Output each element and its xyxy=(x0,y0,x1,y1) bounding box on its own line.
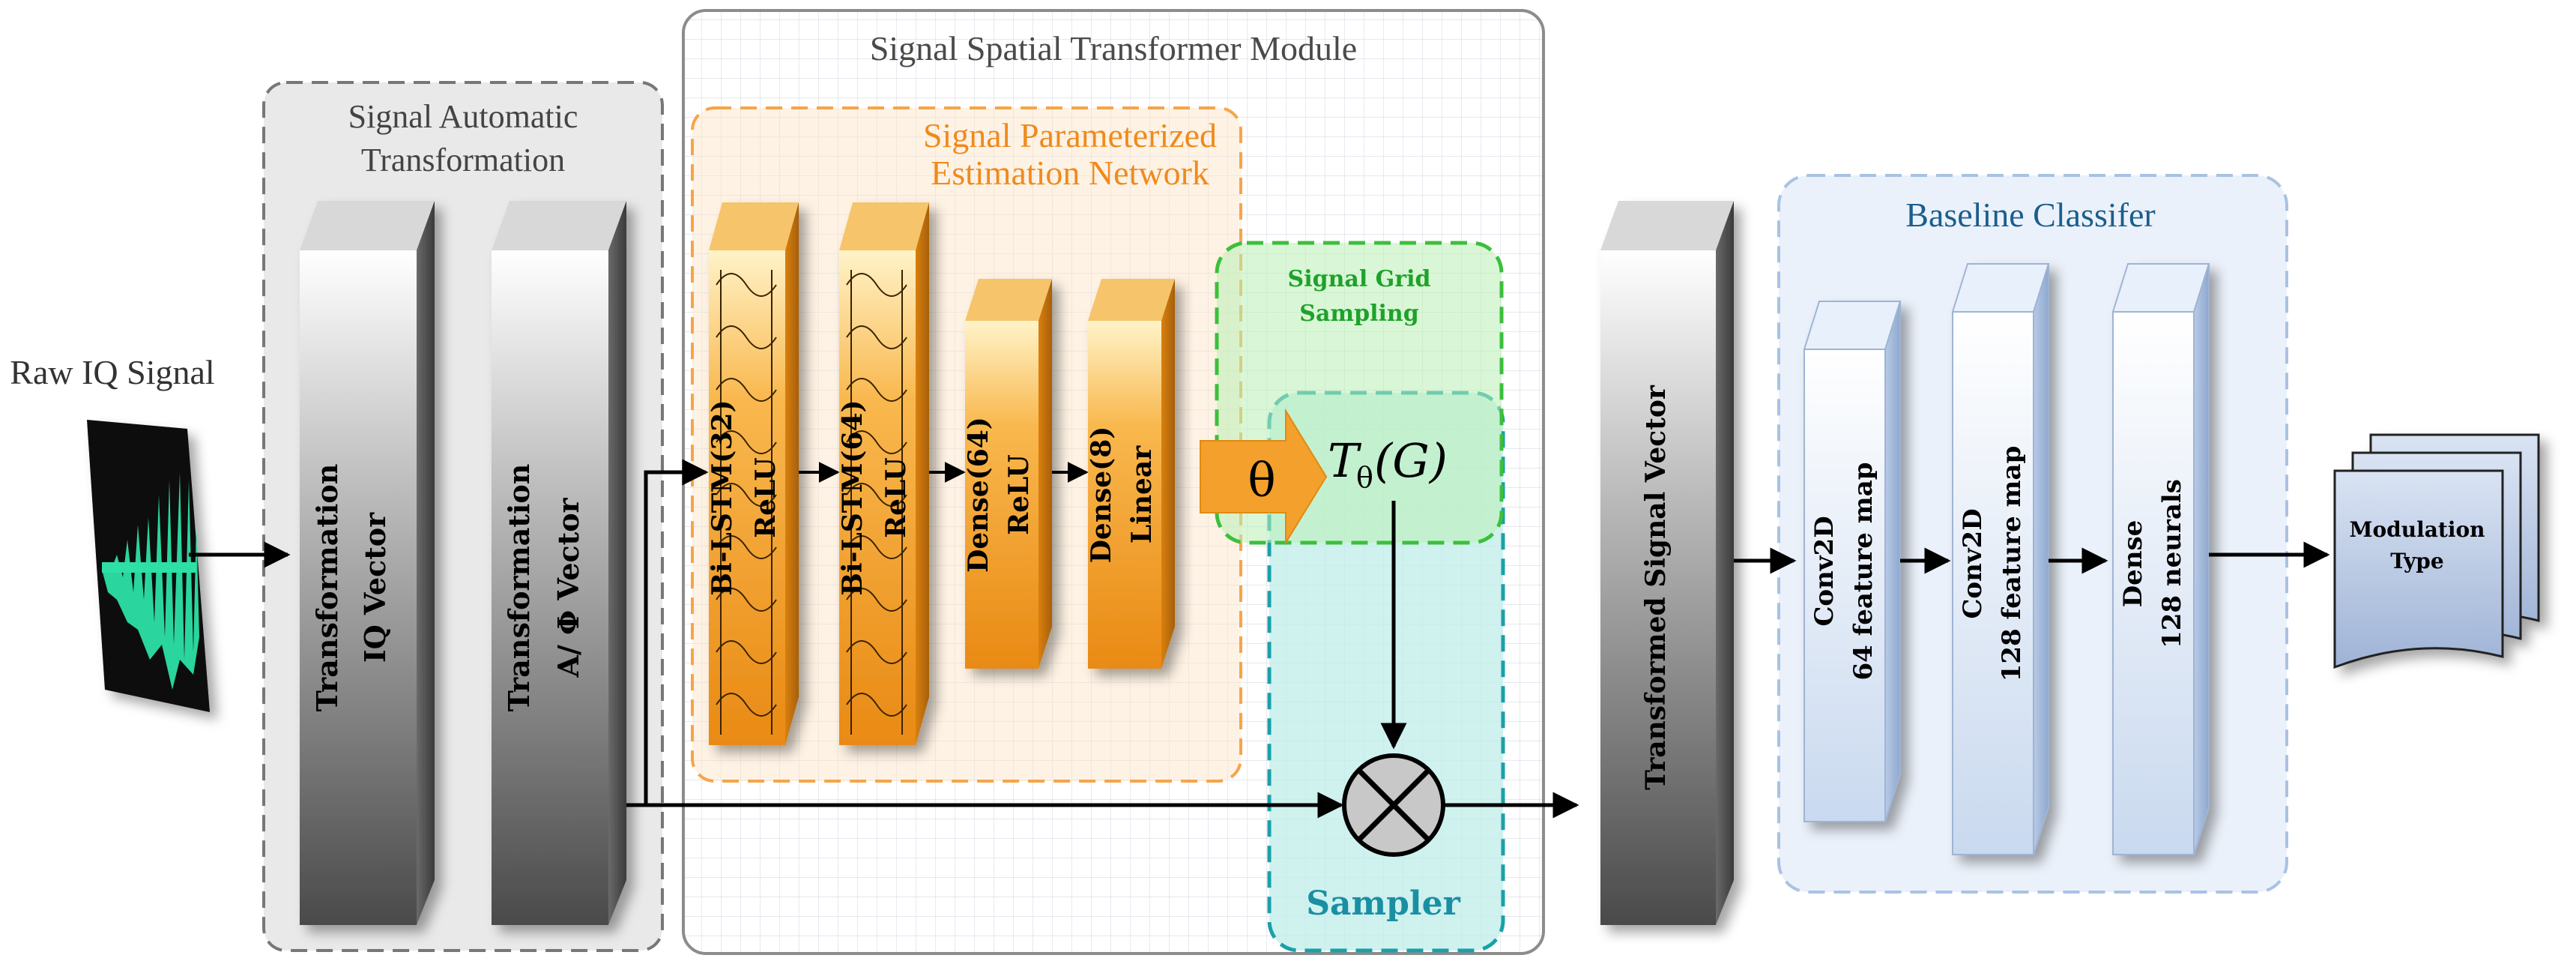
bilstm32-line2: ReLU xyxy=(750,457,781,538)
transform-sub: θ xyxy=(1356,461,1373,494)
dense128-line1: Dense xyxy=(2118,520,2148,608)
conv2d-64-block: Conv2D 64 feature map xyxy=(1803,301,1902,822)
iq-block-line2: IQ Vector xyxy=(358,512,392,663)
dense64-line1: Dense(64) xyxy=(963,417,994,573)
output-line2: Type xyxy=(2390,549,2443,573)
sat-title-line2: Transformation xyxy=(361,142,565,178)
transformation-block-iq: Transformation IQ Vector xyxy=(300,201,435,925)
sst-module-title: Signal Spatial Transformer Module xyxy=(870,29,1357,67)
raw-iq-label: Raw IQ Signal xyxy=(10,353,214,391)
sampler-title: Sampler xyxy=(1306,885,1460,923)
conv128-line1: Conv2D xyxy=(1958,508,1988,618)
multiply-icon xyxy=(1342,753,1445,857)
transform-arg: (G) xyxy=(1374,433,1448,488)
iq-block-line1: Transformation xyxy=(310,464,344,712)
dense8-line2: Linear xyxy=(1126,445,1158,543)
sat-title-line1: Signal Automatic xyxy=(348,98,578,135)
output-line1: Modulation xyxy=(2350,517,2485,542)
dense64-block: Dense(64) ReLU xyxy=(963,279,1052,669)
transformation-block-aphi: Transformation A/ Φ Vector xyxy=(492,201,626,925)
bilstm64-block: Bi-LSTM(64) ReLU xyxy=(837,202,929,745)
signal-waveform-icon xyxy=(87,420,210,712)
bilstm64-line1: Bi-LSTM(64) xyxy=(837,400,868,595)
dense64-line2: ReLU xyxy=(1003,454,1035,535)
conv64-line2: 64 feature map xyxy=(1848,462,1878,680)
spen-title-line1: Signal Parameterized xyxy=(923,116,1217,154)
bilstm32-line1: Bi-LSTM(32) xyxy=(707,400,738,595)
dense-128-block: Dense 128 neurals xyxy=(2111,263,2210,855)
conv64-line1: Conv2D xyxy=(1809,516,1839,626)
transformed-vector-label: Transformed Signal Vector xyxy=(1640,385,1672,790)
dense8-line1: Dense(8) xyxy=(1086,427,1117,564)
bilstm32-block: Bi-LSTM(32) ReLU xyxy=(707,202,799,745)
modulation-type-output: Modulation Type xyxy=(2333,433,2540,669)
theta-symbol: θ xyxy=(1248,453,1275,507)
dense128-line2: 128 neurals xyxy=(2157,479,2187,648)
transform-T: T xyxy=(1328,433,1362,488)
grid-title-line2: Sampling xyxy=(1299,301,1418,327)
grid-title-line1: Signal Grid xyxy=(1288,266,1431,292)
lstm-loop-icon xyxy=(846,270,907,735)
baseline-title: Baseline Classifer xyxy=(1905,196,2155,234)
aphi-block-line1: Transformation xyxy=(502,464,536,712)
spen-title-line2: Estimation Network xyxy=(931,154,1209,192)
document-stack-icon xyxy=(2333,433,2540,669)
conv128-line2: 128 feature map xyxy=(1997,446,2027,682)
transform-function: T θ (G) xyxy=(1328,433,1448,494)
dense8-block: Dense(8) Linear xyxy=(1086,279,1175,669)
bilstm64-line2: ReLU xyxy=(880,457,912,538)
theta-arrow: θ xyxy=(1200,408,1328,546)
aphi-block-line2: A/ Φ Vector xyxy=(551,497,585,678)
raw-iq-input: Raw IQ Signal xyxy=(10,353,215,712)
transformed-vector-block: Transformed Signal Vector xyxy=(1600,201,1734,925)
conv2d-128-block: Conv2D 128 feature map xyxy=(1951,263,2050,855)
lstm-loop-icon xyxy=(716,270,777,735)
